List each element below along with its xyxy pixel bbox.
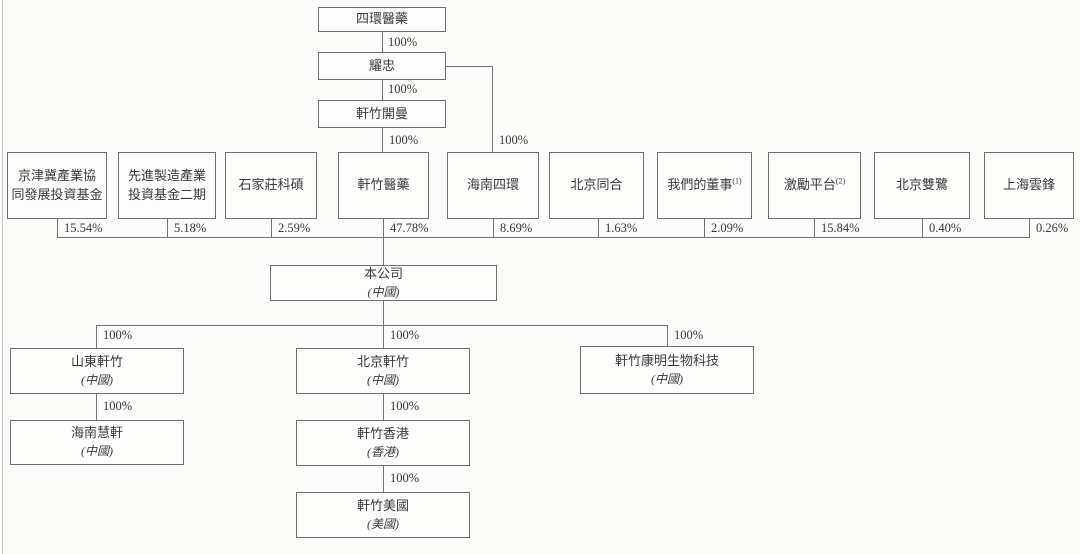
entity-box-incentive-platforms: 激勵平台(2) xyxy=(768,152,861,219)
entity-name-text: 激勵平台 xyxy=(783,177,836,193)
full-ownership-label: 100% xyxy=(390,471,420,485)
ownership-pct-label: 15.54% xyxy=(64,221,103,235)
connector-line xyxy=(383,394,384,420)
connector-line xyxy=(383,301,384,325)
entity-box-beijing-shuanglu: 北京雙鷺 xyxy=(874,152,970,219)
full-ownership-label: 100% xyxy=(390,328,420,342)
connector-line xyxy=(383,325,384,348)
entity-box-our-directors: 我們的董事(1) xyxy=(657,152,752,219)
entity-region: (中國) xyxy=(367,284,400,299)
entity-name: 軒竹康明生物科技 xyxy=(614,352,719,368)
entity-box-hainan-huixuan: 海南慧軒 (中國) xyxy=(10,420,184,465)
entity-box-xuanzhu-cayman: 軒竹開曼 xyxy=(318,100,446,128)
connector-line xyxy=(667,325,668,348)
entity-box-xuanzhu-kangming-biotech: 軒竹康明生物科技 (中國) xyxy=(580,346,754,394)
connector-line xyxy=(598,219,599,237)
entity-box-shanghai-yunfeng: 上海雲鋒 xyxy=(984,152,1074,219)
entity-name: 上海雲鋒 xyxy=(1002,177,1055,193)
full-ownership-label: 100% xyxy=(499,133,529,147)
entity-name: 石家莊科碩 xyxy=(238,177,304,193)
connector-distribution-line xyxy=(96,325,667,326)
connector-line xyxy=(96,394,97,420)
entity-region: (香港) xyxy=(367,444,399,459)
entity-name: 海南四環 xyxy=(466,177,519,193)
connector-line xyxy=(167,219,168,237)
entity-region: (中國) xyxy=(651,371,683,386)
connector-line xyxy=(922,219,923,237)
ownership-pct-label: 0.40% xyxy=(929,221,962,235)
entity-box-xuanzhu-hongkong: 軒竹香港 (香港) xyxy=(296,420,470,466)
ownership-pct-label: 47.78% xyxy=(390,221,429,235)
entity-region: (中國) xyxy=(81,372,113,387)
entity-box-advanced-manufacturing-fund: 先進製造產業 投資基金二期 xyxy=(118,152,216,219)
full-ownership-label: 100% xyxy=(388,82,418,96)
ownership-pct-label: 15.84% xyxy=(821,221,860,235)
entity-name: 京津冀產業協 同發展投資基金 xyxy=(11,167,103,202)
entity-name: 軒竹開曼 xyxy=(355,105,408,121)
entity-box-the-company: 本公司 (中國) xyxy=(270,265,497,301)
entity-box-hainan-sihuan: 海南四環 xyxy=(447,152,539,219)
full-ownership-label: 100% xyxy=(390,399,420,413)
connector-line xyxy=(492,66,493,152)
entity-name: 四環醫藥 xyxy=(355,11,408,27)
entity-box-shijiazhuang-keshuo: 石家莊科碩 xyxy=(225,152,317,219)
entity-box-beijing-tonghe: 北京同合 xyxy=(549,152,644,219)
entity-box-sihuan-pharma: 四環醫藥 xyxy=(318,7,446,32)
entity-name: 我們的董事(1) xyxy=(667,176,741,195)
connector-line xyxy=(446,66,492,67)
connector-line xyxy=(383,466,384,492)
ownership-pct-label: 8.69% xyxy=(500,221,533,235)
entity-name: 北京同合 xyxy=(570,177,623,193)
entity-name: 軒竹香港 xyxy=(356,425,409,441)
full-ownership-label: 100% xyxy=(103,328,133,342)
entity-box-jingjinji-fund: 京津冀產業協 同發展投資基金 xyxy=(7,152,107,219)
connector-line xyxy=(271,219,272,237)
page-edge-line xyxy=(2,0,3,554)
connector-line xyxy=(57,219,58,237)
connector-line xyxy=(1029,219,1030,237)
entity-region: (美國) xyxy=(367,516,399,531)
entity-name: 軒竹醫藥 xyxy=(357,177,410,193)
entity-box-xuanzhu-pharma: 軒竹醫藥 xyxy=(338,152,429,219)
full-ownership-label: 100% xyxy=(388,35,418,49)
ownership-pct-label: 2.59% xyxy=(278,221,311,235)
connector-line xyxy=(382,80,383,100)
connector-bus-line xyxy=(57,237,1030,238)
entity-name: 山東軒竹 xyxy=(70,353,123,369)
full-ownership-label: 100% xyxy=(389,133,419,147)
entity-region: (中國) xyxy=(367,372,399,387)
entity-name: 北京雙鷺 xyxy=(895,177,948,193)
full-ownership-label: 100% xyxy=(674,328,704,342)
footnote-marker-2: (2) xyxy=(835,176,846,186)
entity-name: 激勵平台(2) xyxy=(784,176,845,195)
entity-region: (中國) xyxy=(81,444,113,459)
entity-name: 海南慧軒 xyxy=(70,425,123,441)
connector-line xyxy=(383,237,384,265)
entity-name: 先進製造產業 投資基金二期 xyxy=(127,167,206,202)
ownership-pct-label: 5.18% xyxy=(174,221,207,235)
entity-box-shandong-xuanzhu: 山東軒竹 (中國) xyxy=(10,348,184,394)
footnote-marker-1: (1) xyxy=(732,176,742,186)
connector-line xyxy=(382,128,383,152)
connector-line xyxy=(814,219,815,237)
entity-box-beijing-xuanzhu: 北京軒竹 (中國) xyxy=(296,348,470,394)
connector-line xyxy=(383,219,384,237)
full-ownership-label: 100% xyxy=(103,399,133,413)
entity-name: 北京軒竹 xyxy=(356,353,409,369)
connector-line xyxy=(704,219,705,237)
entity-name-text: 我們的董事 xyxy=(667,177,733,193)
entity-box-xuanzhu-usa: 軒竹美國 (美國) xyxy=(296,492,470,538)
entity-name: 軒竹美國 xyxy=(356,497,409,513)
connector-line xyxy=(382,32,383,52)
ownership-pct-label: 1.63% xyxy=(605,221,638,235)
ownership-pct-label: 0.26% xyxy=(1036,221,1069,235)
entity-name: 本公司 xyxy=(363,265,403,281)
connector-line xyxy=(96,325,97,348)
entity-name: 耀忠 xyxy=(368,57,395,73)
entity-box-yaozhong: 耀忠 xyxy=(318,52,446,80)
ownership-pct-label: 2.09% xyxy=(711,221,744,235)
connector-line xyxy=(493,219,494,237)
